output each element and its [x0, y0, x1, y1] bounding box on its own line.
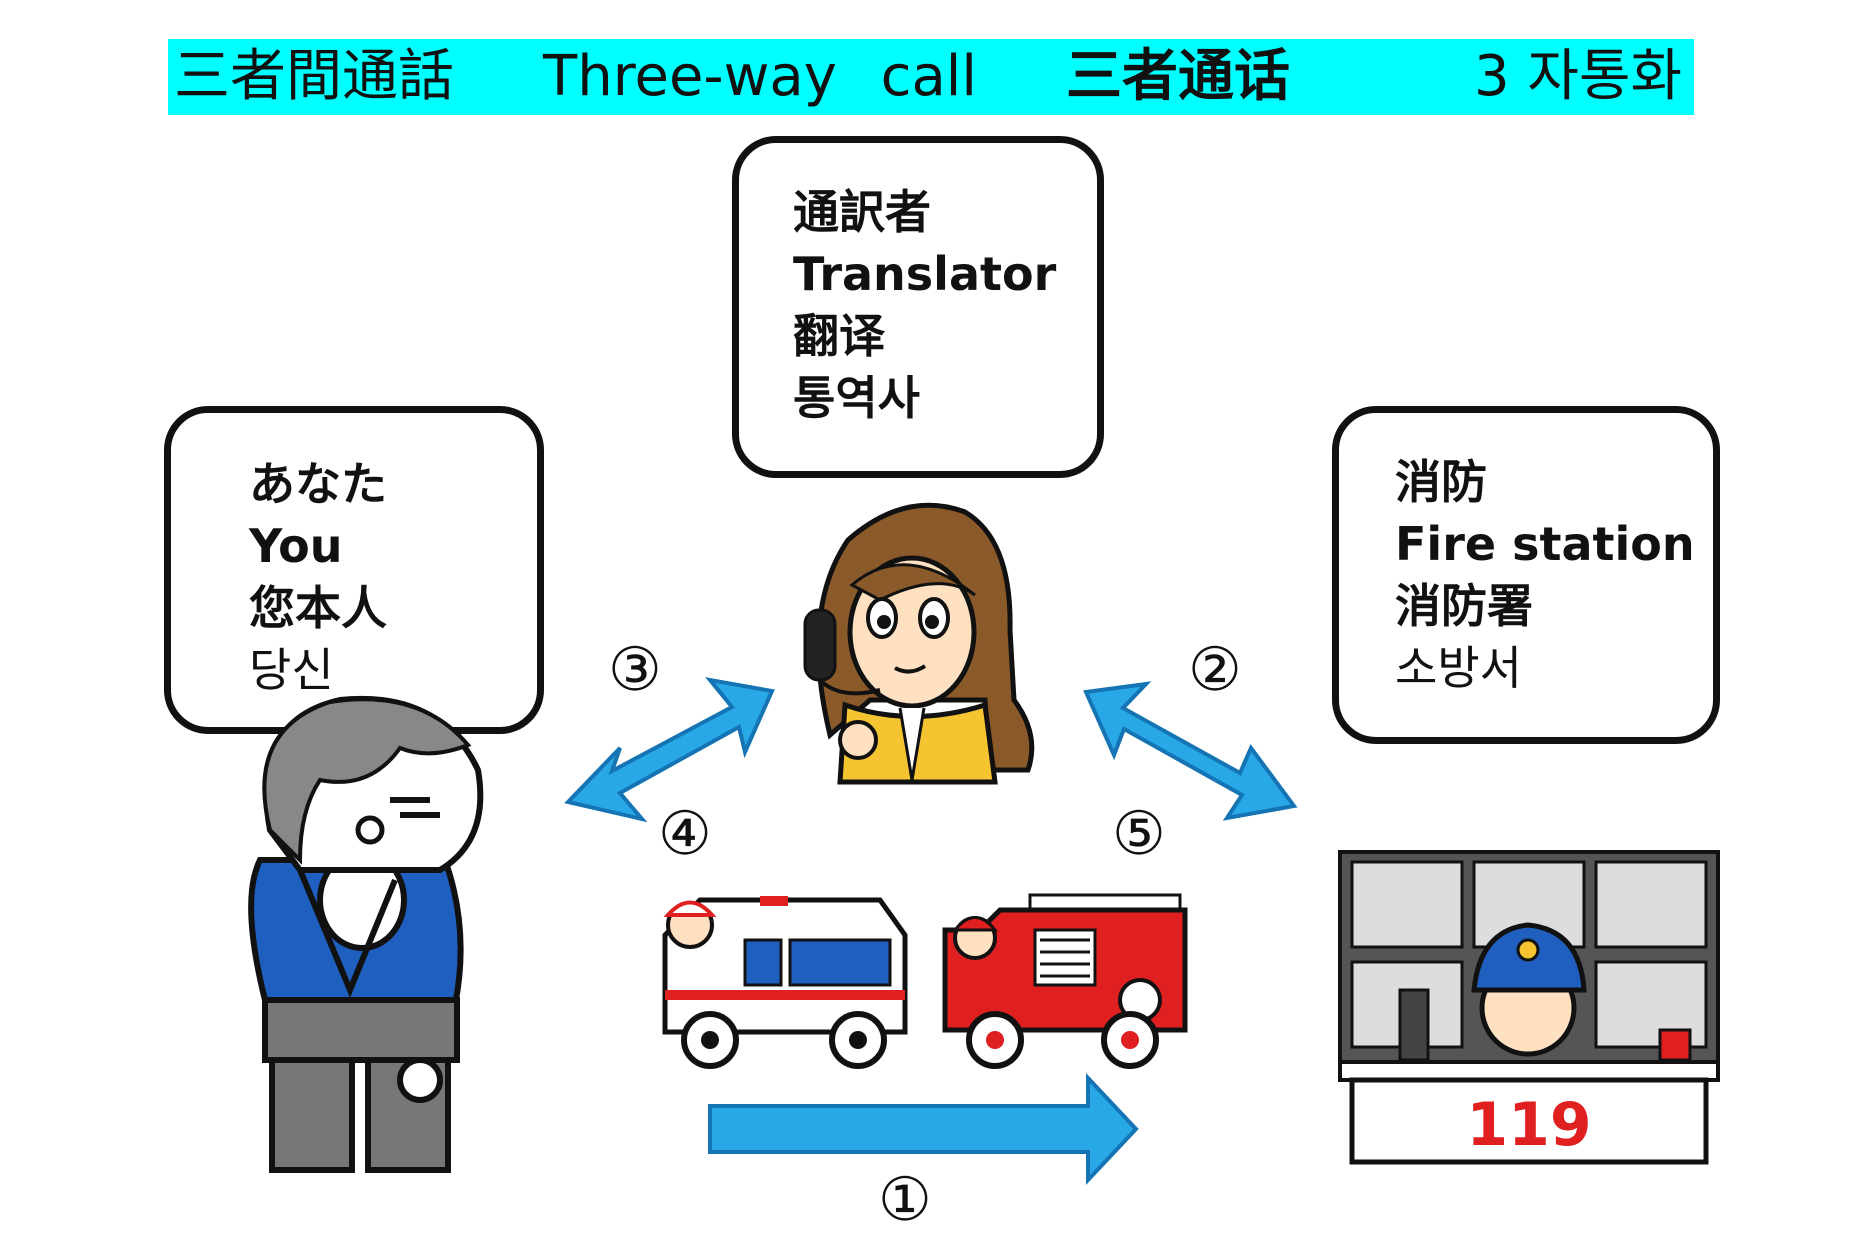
fire-label-ko: 소방서: [1395, 641, 1522, 695]
fire-dispatcher-icon: 119: [1338, 850, 1720, 1165]
fire-engine-icon: [942, 893, 1188, 1069]
title-bar: 三者間通話 Three-way call 三者通话 3 자통화: [168, 39, 1694, 115]
title-korean: 3 자통화: [1474, 44, 1682, 109]
translator-label-zh: 翻译: [793, 309, 885, 363]
ambulance-icon: [662, 896, 908, 1069]
arrow-dispatch: [708, 1072, 1139, 1186]
you-label-zh: 您本人: [249, 581, 387, 635]
arrow-translator-fire: [1083, 681, 1298, 821]
fire-label-en: Fire station: [1395, 517, 1695, 571]
fire-label-ja: 消防: [1395, 455, 1487, 509]
title-english: Three-way call: [543, 44, 977, 109]
title-chinese: 三者通话: [1066, 44, 1290, 109]
step-5-label: ⑤: [1112, 799, 1166, 869]
translator-label-ko: 통역사: [793, 371, 920, 425]
title-japanese: 三者間通話: [174, 44, 454, 109]
step-1-label: ①: [878, 1165, 932, 1235]
console-number: 119: [1466, 1090, 1591, 1160]
you-label-ko: 당신: [249, 643, 334, 697]
you-label-en: You: [249, 519, 343, 573]
fire-label-zh: 消防署: [1395, 579, 1533, 633]
translator-label-en: Translator: [793, 247, 1057, 301]
translator-box: 通訳者 Translator 翻译 통역사: [732, 136, 1104, 478]
fire-station-box: 消防 Fire station 消防署 소방서: [1332, 406, 1720, 744]
translator-label-ja: 通訳者: [793, 185, 931, 239]
you-label-ja: あなた: [249, 457, 387, 511]
translator-headset-icon: [803, 502, 1035, 785]
step-2-label: ②: [1188, 635, 1242, 705]
step-4-label: ④: [658, 799, 712, 869]
you-box: あなた You 您本人 당신: [164, 406, 544, 734]
step-3-label: ③: [608, 635, 662, 705]
arrow-you-translator: [564, 677, 775, 823]
injured-person-icon: [248, 695, 484, 1173]
